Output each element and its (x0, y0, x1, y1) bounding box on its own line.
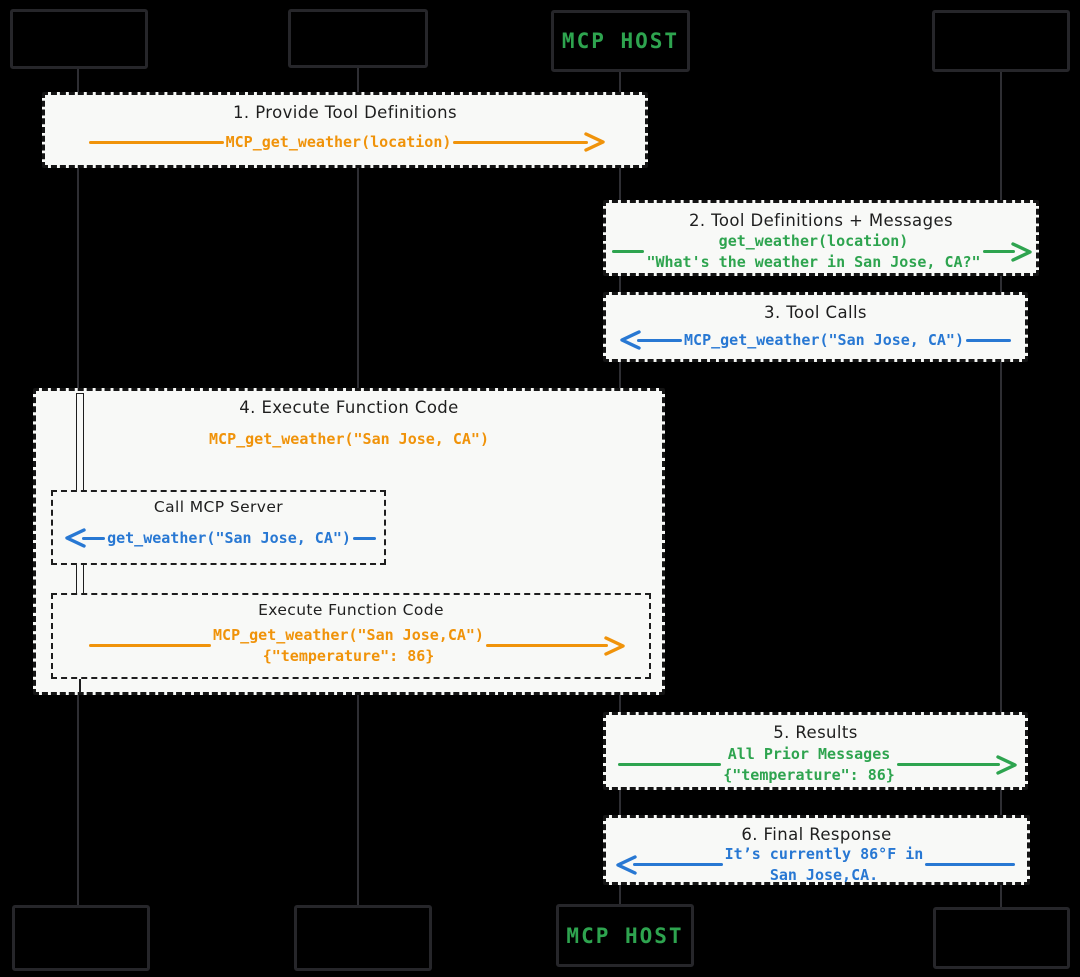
call-mcp-server-arrow: get_weather("San Jose, CA") (53, 527, 384, 549)
arrow-line (618, 763, 722, 767)
step-4-code: MCP_get_weather("San Jose, CA") (209, 430, 489, 448)
call-mcp-server-title: Call MCP Server (153, 498, 284, 516)
step-6-message-line-1: It’s currently 86°F in (724, 845, 924, 863)
step-1-title: 1. Provide Tool Definitions (233, 103, 457, 122)
step-1-message: MCP_get_weather(location) (225, 132, 452, 151)
actor-bottom-1 (12, 905, 150, 971)
step-5-message: All Prior Messages {"temperature": 86} (721, 744, 897, 785)
step-5-message-line-2: {"temperature": 86} (723, 765, 895, 784)
actor-top-4 (932, 10, 1070, 72)
arrow-line (89, 140, 224, 144)
step-2-message-line-1: get_weather(location) (718, 232, 909, 250)
actor-bottom-4 (933, 907, 1070, 969)
arrow-head-right-icon (584, 132, 605, 152)
arrow-line (352, 536, 376, 540)
activation-bar-segment (76, 563, 84, 595)
step-2-message: get_weather(location) "What's the weathe… (644, 231, 982, 272)
step-5-message-line-1: All Prior Messages (727, 745, 891, 763)
actor-top-2 (288, 9, 428, 68)
step-2-message-line-2: "What's the weather in San Jose, CA?" (646, 252, 981, 271)
step-3-arrow: MCP_get_weather("San Jose, CA") (606, 329, 1025, 351)
step-5-box: 5. Results All Prior Messages {"temperat… (603, 712, 1028, 790)
arrow-line (453, 140, 588, 144)
actor-top-3-label: MCP HOST (561, 29, 680, 53)
actor-bottom-2 (294, 905, 432, 971)
arrow-head-right-icon (604, 635, 625, 656)
arrow-line (925, 863, 1015, 867)
step-1-box: 1. Provide Tool Definitions MCP_get_weat… (42, 92, 648, 168)
execute-function-code-arrow: MCP_get_weather("San Jose,CA") {"tempera… (53, 625, 649, 666)
arrow-line (965, 338, 1011, 342)
call-mcp-server-message: get_weather("San Jose, CA") (107, 528, 351, 547)
arrow-line (89, 644, 212, 648)
actor-bottom-3-mcp-host: MCP HOST (556, 904, 694, 967)
step-3-box: 3. Tool Calls MCP_get_weather("San Jose,… (603, 292, 1028, 362)
step-2-arrow: get_weather(location) "What's the weathe… (606, 231, 1036, 272)
step-1-arrow: MCP_get_weather(location) (45, 131, 645, 153)
step-4-box: 4. Execute Function Code MCP_get_weather… (33, 388, 665, 695)
arrow-head-left-icon (616, 854, 637, 875)
step-3-message: MCP_get_weather("San Jose, CA") (684, 330, 964, 349)
step-6-message-line-2: San Jose,CA. (769, 865, 879, 884)
step-6-box: 6. Final Response It’s currently 86°F in… (603, 815, 1030, 885)
step-5-title: 5. Results (773, 723, 858, 742)
execute-function-code-line-2: {"temperature": 86} (262, 646, 435, 665)
arrow-line (82, 536, 106, 540)
step-3-title: 3. Tool Calls (764, 303, 867, 322)
execute-function-code-line-1: MCP_get_weather("San Jose,CA") (213, 626, 484, 644)
actor-bottom-3-label: MCP HOST (566, 923, 684, 948)
lifeline-1-segment (79, 679, 81, 693)
actor-top-3-mcp-host: MCP HOST (551, 10, 690, 72)
step-6-title: 6. Final Response (741, 825, 892, 844)
execute-function-code-box: Execute Function Code MCP_get_weather("S… (51, 593, 651, 679)
lifeline-4 (1000, 71, 1002, 907)
arrow-line (633, 863, 723, 867)
arrow-head-right-icon (996, 754, 1017, 775)
step-6-message: It’s currently 86°F in San Jose,CA. (723, 844, 926, 885)
execute-function-code-title: Execute Function Code (258, 601, 444, 619)
arrow-line (982, 250, 1016, 254)
step-2-box: 2. Tool Definitions + Messages get_weath… (603, 200, 1039, 276)
arrow-line (485, 644, 608, 648)
arrow-line (637, 338, 683, 342)
call-mcp-server-box: Call MCP Server get_weather("San Jose, C… (51, 490, 386, 565)
arrow-head-left-icon (65, 528, 86, 548)
activation-bar-segment (76, 393, 84, 492)
arrow-line (612, 250, 645, 254)
execute-function-code-message: MCP_get_weather("San Jose,CA") {"tempera… (211, 625, 486, 666)
step-4-title: 4. Execute Function Code (239, 398, 459, 417)
step-2-title: 2. Tool Definitions + Messages (688, 211, 953, 230)
actor-top-1 (10, 9, 148, 69)
step-5-arrow: All Prior Messages {"temperature": 86} (606, 744, 1025, 785)
arrow-head-left-icon (620, 330, 641, 350)
step-6-arrow: It’s currently 86°F in San Jose,CA. (606, 844, 1027, 885)
arrow-line (896, 763, 1000, 767)
arrow-head-right-icon (1011, 241, 1032, 262)
